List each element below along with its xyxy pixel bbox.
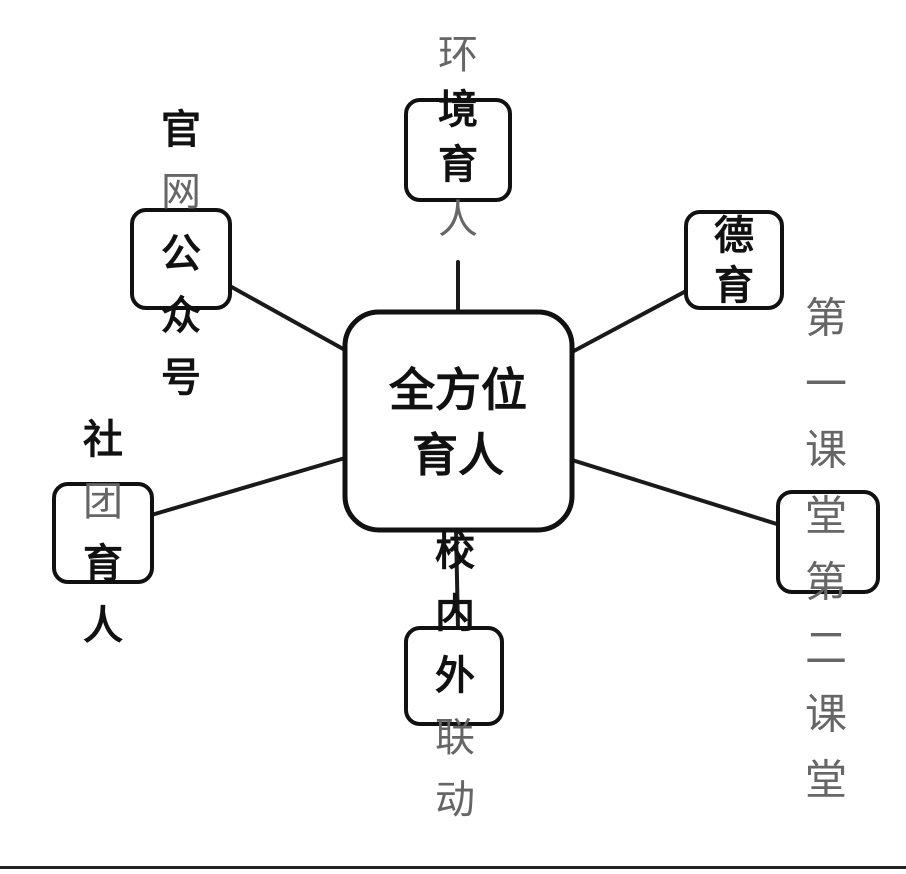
- center-node: 全方位 育人: [342, 309, 575, 533]
- connector-moral: [570, 288, 690, 354]
- label-club-char-1: 团: [83, 479, 123, 525]
- box-club: [52, 482, 154, 584]
- label-environment-char-1: 境: [438, 87, 478, 133]
- label-classroom-char-2: 课: [805, 426, 847, 475]
- box-wechat: [130, 208, 232, 310]
- label-environment-char-2: 育: [438, 142, 478, 188]
- connector-wechat: [226, 283, 347, 352]
- center-box: [342, 309, 575, 533]
- box-environment: [404, 98, 512, 202]
- connector-classroom: [570, 458, 782, 527]
- label-moral-char-1: 育: [714, 263, 754, 309]
- label-environment-char-0: 环: [438, 32, 478, 78]
- label-wechat-char-0: 官: [161, 107, 201, 153]
- label-classroom-char-3: 堂: [805, 492, 847, 541]
- label-classroom-char-7: 堂: [805, 756, 847, 805]
- label-classroom-char-4: 第: [805, 558, 847, 607]
- connectors: [146, 260, 782, 630]
- label-club-char-3: 人: [83, 603, 123, 649]
- label-wechat-char-2: 公: [161, 231, 201, 277]
- node-labels: 环境育人环境育人德育德育第一课堂第二课堂第一课堂第二课堂校内外联动校内外联动社团…: [0, 0, 847, 823]
- label-wechat-char-3: 众: [161, 293, 201, 339]
- label-wechat-char-4: 号: [161, 355, 201, 401]
- label-linkage-char-1: 内: [435, 591, 475, 637]
- label-wechat-char-1: 网: [161, 169, 201, 215]
- label-classroom-char-0: 第: [805, 294, 847, 343]
- label-environment-char-3: 人: [438, 197, 478, 243]
- center-line-2: 育人: [412, 428, 504, 482]
- label-club-char-2: 育: [83, 541, 123, 587]
- label-linkage-char-3: 联: [435, 715, 475, 761]
- label-linkage-char-0: 校: [435, 529, 475, 575]
- label-linkage-char-2: 外: [435, 653, 475, 699]
- box-classroom: [776, 490, 880, 594]
- label-classroom-char-6: 课: [805, 690, 847, 739]
- bottom-rule: [0, 866, 906, 869]
- label-linkage-char-4: 动: [435, 777, 475, 823]
- label-classroom-char-1: 一: [805, 360, 847, 409]
- node-boxes: [52, 98, 880, 726]
- label-club-char-0: 社: [83, 417, 123, 463]
- box-moral: [684, 210, 784, 310]
- label-classroom-char-5: 二: [805, 624, 847, 673]
- box-linkage: [404, 626, 504, 726]
- connector-linkage: [454, 528, 460, 630]
- center-line-1: 全方位: [388, 363, 527, 417]
- label-moral-char-0: 德: [714, 213, 754, 259]
- connector-club: [146, 456, 347, 518]
